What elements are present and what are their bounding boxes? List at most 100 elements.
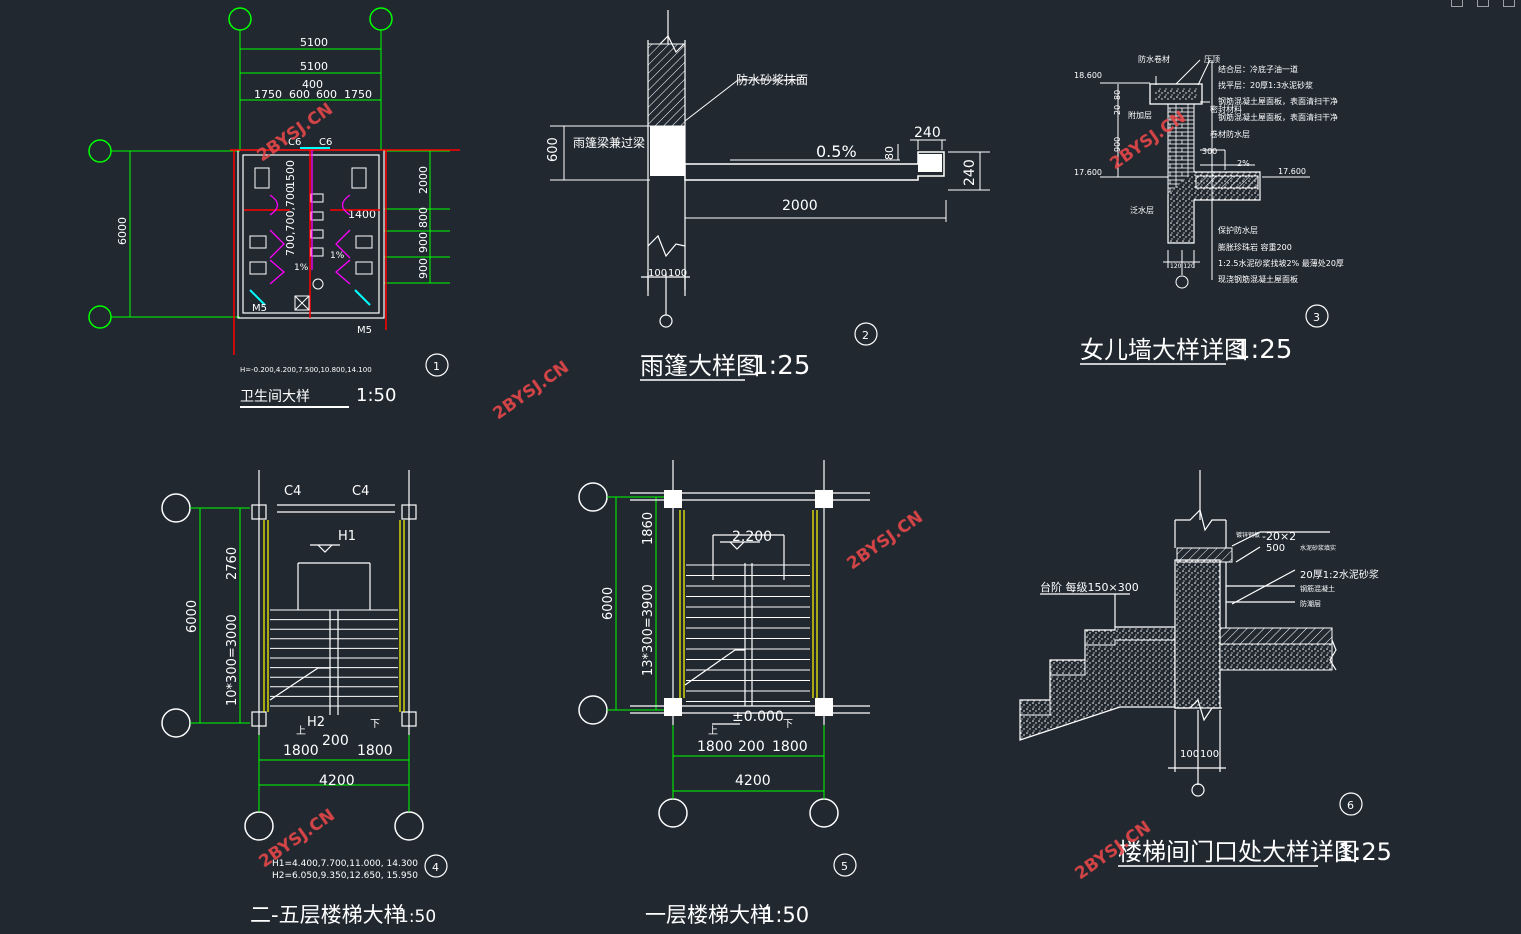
label: 密封材料	[1210, 104, 1242, 114]
dim-text: 100	[1180, 749, 1199, 760]
detail-number-bubble	[1339, 792, 1363, 816]
label-slope: 1%	[330, 251, 345, 261]
dim-text: 2000	[417, 166, 430, 194]
detail-3-parapet: 18.600 17.600 17.600 80 20 900 300 2% 12…	[1074, 54, 1344, 365]
dim-text: 900	[417, 232, 430, 253]
label: 保护防水层	[1218, 225, 1258, 235]
level-text: 17.600	[1074, 168, 1102, 177]
dim-text: 4200	[735, 773, 771, 789]
dim-text: 700,700,700	[284, 186, 297, 256]
dim-text: 100	[648, 268, 667, 279]
dim-text: 1800	[697, 739, 733, 755]
label: -20×2	[1262, 530, 1296, 543]
window-controls[interactable]	[1451, 0, 1515, 8]
grid-bubble	[161, 493, 191, 523]
label-slope: 0.5%	[816, 142, 857, 161]
dim-text: 1400	[348, 208, 376, 221]
label-m5: M5	[357, 325, 372, 336]
label-waterproof: 防水砂浆抹面	[736, 72, 808, 87]
restore-icon[interactable]	[1477, 0, 1489, 7]
dim-text: 20	[1113, 105, 1122, 115]
label-c6: C6	[319, 137, 332, 148]
minimize-icon[interactable]	[1451, 0, 1463, 7]
grid-bubble	[228, 7, 252, 31]
dim-text: 6000	[185, 600, 200, 633]
detail-title: 雨篷大样图	[640, 352, 760, 380]
dim-text: 100	[668, 268, 687, 279]
detail-number: 6	[1347, 799, 1354, 812]
stair-treads	[270, 609, 398, 707]
grid-bubble	[578, 695, 608, 725]
dim-text: 400	[302, 78, 323, 91]
detail-number: 3	[1313, 311, 1320, 324]
label-c6: C6	[288, 137, 301, 148]
label: 卷材防水层	[1210, 129, 1250, 139]
dim-text: 2000	[782, 198, 818, 214]
close-icon[interactable]	[1503, 0, 1515, 7]
detail-number-bubble	[1305, 304, 1329, 328]
grid-bubble	[244, 811, 274, 841]
dim-text: 600	[289, 88, 310, 101]
dim-text: 80	[1113, 90, 1122, 100]
dim-text: 10*300=3000	[225, 614, 240, 706]
label: 水泥砂浆填实	[1300, 544, 1336, 552]
label-c4: C4	[352, 484, 369, 499]
label: 结合层：冷底子油一道	[1218, 64, 1298, 74]
dim-text: 4200	[319, 773, 355, 789]
dim-text: 2%	[1237, 159, 1250, 168]
detail-title: 二-五层楼梯大样	[250, 903, 405, 927]
label: 膨胀珍珠岩 容重200	[1218, 242, 1292, 252]
label: 1:2.5水泥砂浆找坡2% 最薄处20厚	[1218, 258, 1344, 268]
stair-treads	[686, 564, 810, 702]
detail-scale: 1:50	[762, 903, 809, 927]
dim-text: 1800	[357, 743, 393, 759]
label-level: ±0.000	[732, 709, 784, 725]
dim-text: 5100	[300, 60, 328, 73]
detail-title: 一层楼梯大样	[645, 903, 771, 927]
level-text: 17.600	[1278, 167, 1306, 176]
grid-bubble	[369, 7, 393, 31]
detail-title: 女儿墙大样详图	[1080, 336, 1248, 364]
level-note: H=-0.200,4.200,7.500,10.800,14.100	[240, 366, 372, 374]
dim-text: 100	[1200, 749, 1219, 760]
dim-text: 200	[322, 733, 349, 749]
detail-scale: 1:25	[752, 351, 810, 381]
label: 现浇钢筋混凝土屋面板	[1218, 274, 1298, 284]
label: 泛水层	[1130, 205, 1154, 215]
dim-text: 80	[883, 146, 896, 160]
detail-number: 5	[841, 860, 848, 873]
label-level: 2.200	[732, 529, 772, 545]
label: 找平层：20厚1:3水泥砂浆	[1218, 80, 1313, 90]
grid-bubble	[88, 305, 112, 329]
detail-scale: 1:50	[356, 385, 396, 406]
label: 附加层	[1128, 110, 1152, 120]
label-h2: H2	[307, 715, 325, 730]
label: 压顶	[1204, 55, 1220, 64]
label: 防水卷材	[1138, 54, 1170, 64]
label-beam: 雨篷梁兼过梁	[573, 135, 645, 150]
level-text: 18.600	[1074, 71, 1102, 80]
dim-text: 1750	[254, 88, 282, 101]
dim-text: 900	[1113, 137, 1122, 152]
dim-text: 240	[962, 159, 978, 186]
label-c4: C4	[284, 484, 301, 499]
detail-number-bubble	[425, 353, 449, 377]
dim-text: 120 120	[1170, 263, 1195, 270]
detail-number: 4	[432, 861, 439, 874]
label-up: 上	[296, 725, 306, 737]
dim-text: 1800	[772, 739, 808, 755]
detail-5-stair-ground: 2.200 ±0.000 上 下 6000 1860 13*300=3900 1…	[578, 460, 870, 927]
dim-text: 300	[1202, 147, 1217, 156]
detail-number-bubble	[854, 322, 878, 346]
dim-text: 13*300=3900	[641, 584, 656, 676]
grid-bubble	[578, 482, 608, 512]
watermarks: 2BYSJ.CN 2BYSJ.CN 2BYSJ.CN 2BYSJ.CN 2BYS…	[253, 99, 1189, 884]
detail-title: 楼梯间门口处大样详图	[1118, 838, 1358, 866]
dim-text: 6000	[601, 587, 616, 620]
detail-4-stair-upper: C4 C4 H1 H2 上 下 6000 2760 10*300=3000 18…	[161, 470, 448, 927]
dim-text: 5100	[300, 36, 328, 49]
grid-bubble	[658, 798, 688, 828]
label: 钢筋混凝土屋面板，表面清扫干净	[1218, 96, 1338, 106]
level-note: H1=4.400,7.700,11.000, 14.300	[272, 859, 418, 869]
dim-text: 900	[417, 258, 430, 279]
